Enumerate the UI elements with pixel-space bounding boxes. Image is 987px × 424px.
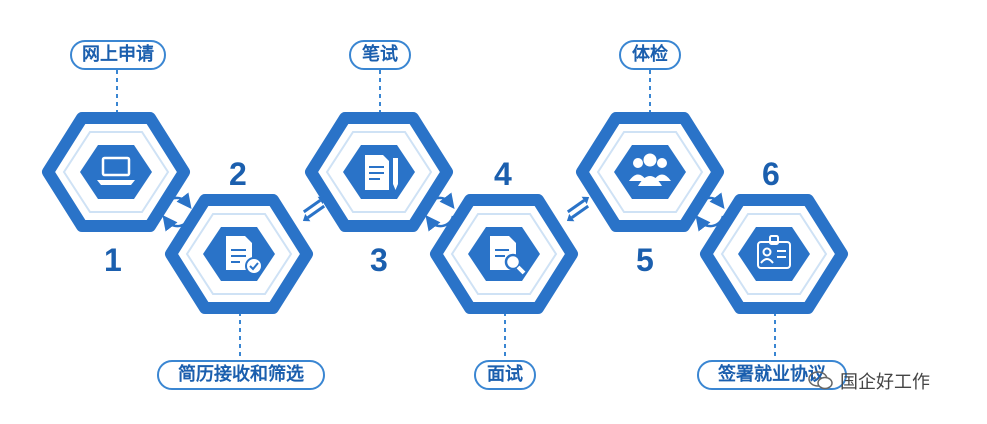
cycle-icon	[162, 192, 192, 232]
wechat-icon	[808, 371, 834, 391]
document-search-icon	[490, 236, 526, 275]
hex-step-3	[305, 112, 453, 232]
double-arrow-icon	[302, 196, 326, 222]
watermark: 国企好工作	[808, 366, 930, 396]
step-3-number: 3	[370, 242, 388, 278]
cycle-icon	[695, 192, 725, 232]
hex-step-5	[576, 112, 724, 232]
laptop-icon	[97, 156, 135, 185]
hex-step-4	[430, 194, 578, 314]
hex-step-1	[42, 112, 190, 232]
document-pen-icon	[365, 155, 398, 190]
step-3-label: 笔试	[349, 40, 411, 70]
step-2-number: 2	[229, 156, 247, 192]
watermark-text: 国企好工作	[840, 372, 930, 393]
step-4-label: 面试	[474, 360, 536, 390]
step-1-number: 1	[104, 242, 122, 278]
step-4-number: 4	[494, 156, 512, 192]
step-5-label: 体检	[619, 40, 681, 70]
group-people-icon	[629, 153, 671, 186]
cycle-icon	[425, 192, 455, 232]
step-5-number: 5	[636, 242, 654, 278]
step-6-number: 6	[762, 156, 780, 192]
hex-step-6	[700, 194, 848, 314]
document-check-icon	[226, 236, 263, 275]
hex-step-2	[165, 194, 313, 314]
connector-lines	[116, 70, 776, 358]
double-arrow-icon	[566, 196, 590, 222]
cycle-icons	[162, 192, 725, 232]
link-arrows	[302, 196, 590, 222]
id-badge-icon	[757, 235, 791, 269]
step-2-label: 简历接收和筛选	[157, 360, 325, 390]
step-1-label: 网上申请	[70, 40, 166, 70]
